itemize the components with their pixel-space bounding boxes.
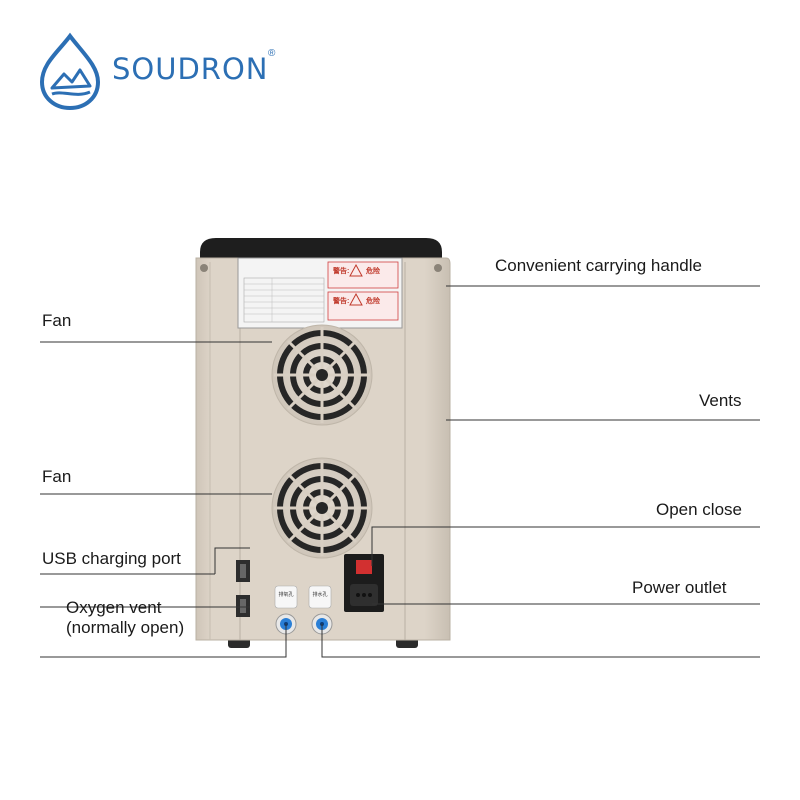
- registered-mark: ®: [268, 48, 276, 59]
- label-open-close: Open close: [656, 500, 742, 519]
- warning-title-1: 警告:: [333, 268, 350, 275]
- warning-title-2: 警告:: [333, 298, 350, 305]
- soudron-drop-icon: [39, 32, 101, 110]
- fan-lower: [271, 457, 373, 559]
- label-oxygen-line2: (normally open): [66, 618, 185, 637]
- usb-ports: [236, 560, 250, 617]
- label-fan-upper: Fan: [42, 311, 72, 330]
- label-vents: Vents: [699, 391, 742, 410]
- brand-logo: SOUDRON ®: [30, 30, 290, 110]
- fan-upper: [271, 324, 373, 426]
- label-usb: USB charging port: [42, 549, 181, 568]
- port-tag-right: 排水孔: [312, 592, 328, 598]
- label-handle: Convenient carrying handle: [495, 256, 702, 275]
- label-power: Power outlet: [632, 578, 727, 597]
- top-lid: [200, 238, 442, 262]
- port-tag-left: 排氧孔: [278, 592, 294, 598]
- label-fan-lower: Fan: [42, 467, 72, 486]
- callout-lines: [40, 285, 760, 658]
- power-module: [344, 554, 384, 612]
- warning-text-2: 危险: [366, 298, 380, 305]
- warning-text-1: 危险: [366, 268, 380, 275]
- label-oxygen-line1: Oxygen vent: [66, 598, 162, 617]
- brand-name: SOUDRON: [112, 52, 269, 86]
